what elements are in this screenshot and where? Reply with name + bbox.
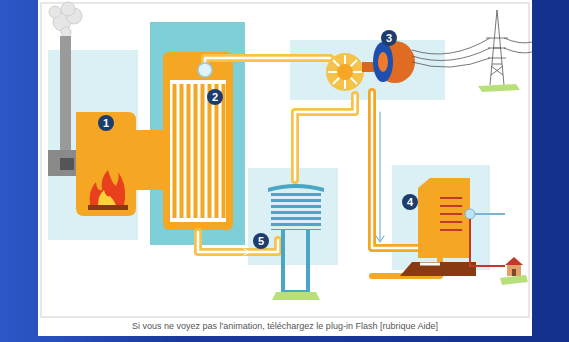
- callout-number: 2: [207, 89, 223, 105]
- callout-number: 1: [98, 115, 114, 131]
- callout-number: 5: [253, 233, 269, 249]
- caption: Si vous ne voyez pas l'animation, téléch…: [38, 321, 532, 331]
- callout-number: 4: [402, 194, 418, 210]
- callout-number: 3: [381, 30, 397, 46]
